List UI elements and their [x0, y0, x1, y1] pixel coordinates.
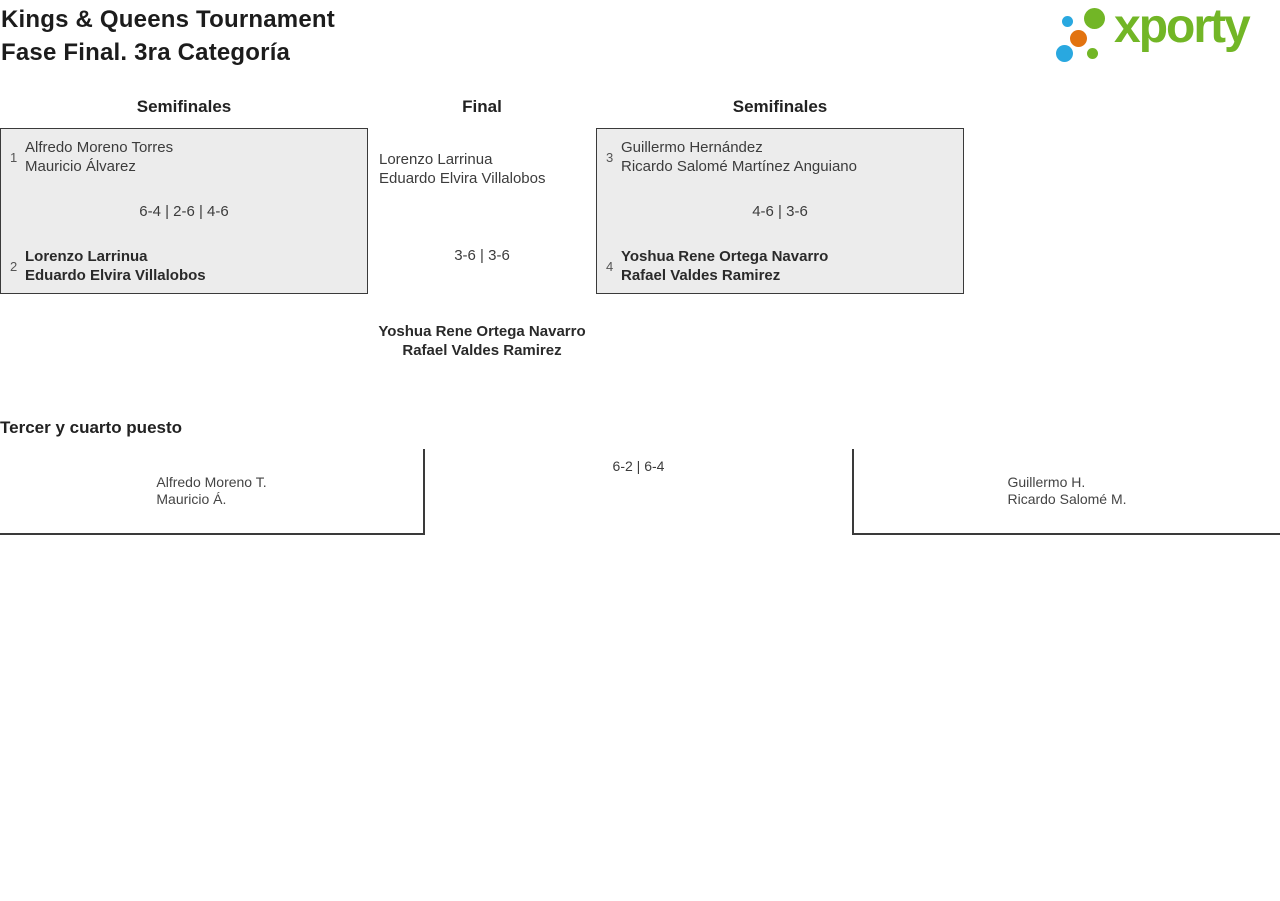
- column-header-semifinals-right: Semifinales: [732, 97, 828, 116]
- match-box-semifinal-right[interactable]: 3 Guillermo Hernández Ricardo Salomé Mar…: [596, 128, 964, 294]
- third-place-match-right[interactable]: Guillermo H. Ricardo Salomé M.: [852, 449, 1280, 535]
- player-name: Eduardo Elvira Villalobos: [379, 170, 546, 187]
- player-name: Ricardo Salomé M.: [1007, 491, 1127, 507]
- player-name: Ricardo Salomé Martínez Anguiano: [621, 158, 857, 175]
- page-header: Kings & Queens Tournament Fase Final. 3r…: [1, 3, 335, 69]
- player-name: Lorenzo Larrinua: [379, 151, 493, 168]
- team-players: Yoshua Rene Ortega Navarro Rafael Valdes…: [621, 247, 828, 285]
- player-name: Mauricio Álvarez: [25, 158, 136, 175]
- team-players: Guillermo H. Ricardo Salomé M.: [1007, 474, 1126, 508]
- seed-number: 1: [10, 149, 18, 165]
- logo-dot-icon: [1062, 16, 1073, 27]
- page-subtitle: Fase Final. 3ra Categoría: [1, 39, 291, 66]
- player-name: Guillermo Hernández: [621, 139, 763, 156]
- player-name: Yoshua Rene Ortega Navarro: [621, 248, 829, 265]
- final-team-players: Lorenzo Larrinua Eduardo Elvira Villalob…: [379, 150, 546, 188]
- match-box-semifinal-left[interactable]: 1 Alfredo Moreno Torres Mauricio Álvarez…: [0, 128, 368, 294]
- player-name: Lorenzo Larrinua: [25, 248, 148, 265]
- seed-number: 4: [606, 258, 614, 274]
- player-name: Alfredo Moreno Torres: [25, 139, 174, 156]
- column-header-semifinals-left: Semifinales: [136, 97, 232, 116]
- player-name: Guillermo H.: [1007, 474, 1086, 490]
- logo-dot-icon: [1056, 45, 1073, 62]
- seed-number: 3: [606, 149, 614, 165]
- match-final[interactable]: Lorenzo Larrinua Eduardo Elvira Villalob…: [368, 128, 596, 373]
- team-players: Guillermo Hernández Ricardo Salomé Martí…: [621, 138, 857, 176]
- player-name: Alfredo Moreno T.: [156, 474, 267, 490]
- third-place-match-left[interactable]: Alfredo Moreno T. Mauricio Á.: [0, 449, 425, 535]
- player-name: Rafael Valdes Ramirez: [402, 342, 562, 359]
- team-row-winner: 2 Lorenzo Larrinua Eduardo Elvira Villal…: [1, 247, 367, 285]
- final-winner-players: Yoshua Rene Ortega Navarro Rafael Valdes…: [254, 322, 710, 360]
- page-title: Kings & Queens Tournament: [1, 6, 335, 33]
- player-name: Mauricio Á.: [156, 491, 227, 507]
- player-name: Eduardo Elvira Villalobos: [25, 267, 206, 284]
- match-score: 4-6 | 3-6: [752, 203, 808, 220]
- third-place-title: Tercer y cuarto puesto: [0, 418, 183, 437]
- player-name: Rafael Valdes Ramirez: [621, 267, 781, 284]
- logo-dot-icon: [1070, 30, 1087, 47]
- logo-dot-icon: [1087, 48, 1098, 59]
- final-match-score: 3-6 | 3-6: [454, 247, 510, 264]
- team-players: Alfredo Moreno T. Mauricio Á.: [156, 474, 266, 508]
- third-place-score: 6-2 | 6-4: [612, 458, 665, 474]
- logo-wordmark: xporty: [1114, 0, 1251, 53]
- team-row: 3 Guillermo Hernández Ricardo Salomé Mar…: [597, 138, 963, 176]
- team-row-winner: 4 Yoshua Rene Ortega Navarro Rafael Vald…: [597, 247, 963, 285]
- player-name: Yoshua Rene Ortega Navarro: [378, 323, 586, 340]
- match-score: 6-4 | 2-6 | 4-6: [139, 203, 229, 220]
- column-header-final: Final: [462, 97, 502, 116]
- team-row: 1 Alfredo Moreno Torres Mauricio Álvarez: [1, 138, 367, 176]
- logo-dot-icon: [1084, 8, 1105, 29]
- team-players: Alfredo Moreno Torres Mauricio Álvarez: [25, 138, 173, 176]
- team-players: Lorenzo Larrinua Eduardo Elvira Villalob…: [25, 247, 206, 285]
- seed-number: 2: [10, 258, 18, 274]
- xporty-logo-link[interactable]: xporty: [1048, 0, 1268, 63]
